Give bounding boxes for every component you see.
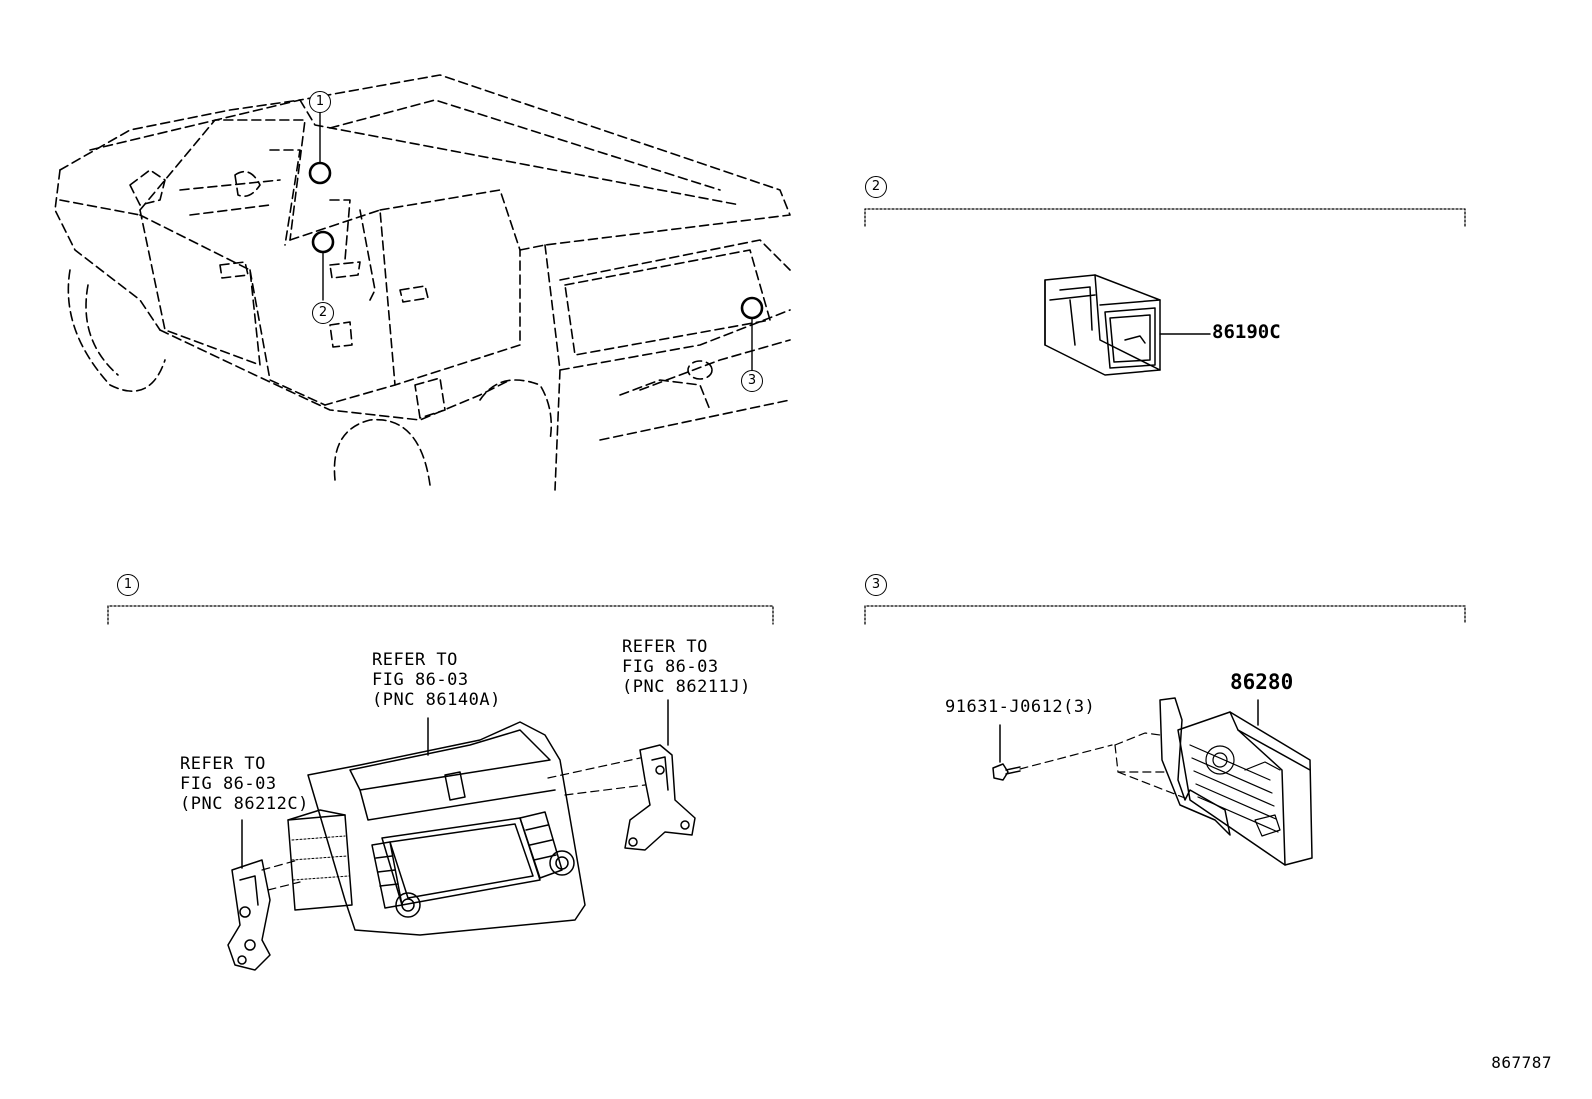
amp-assembly-lines [1019,732,1186,799]
left-bracket-part [227,819,271,971]
callout-2: 2 [312,302,334,324]
section-1-marker: 1 [117,574,139,596]
assembly-lines [261,757,646,891]
callout-3: 3 [741,370,763,392]
callout-leaders [319,112,753,371]
part-number-usb-port: 86190C [1212,321,1281,343]
screw-part [992,724,1021,781]
section-brackets [107,208,1466,625]
location-markers [308,161,764,320]
vehicle-outline [54,74,791,491]
amplifier-part [1159,697,1313,866]
part-number-amplifier: 86280 [1230,670,1294,694]
callout-1: 1 [309,91,331,113]
right-bracket-part [624,699,696,851]
refer-note-left: REFER TO FIG 86-03 (PNC 86212C) [180,754,309,814]
usb-port-part [1044,274,1211,376]
refer-note-center: REFER TO FIG 86-03 (PNC 86140A) [372,650,501,710]
section-2-marker: 2 [865,176,887,198]
figure-id: 867787 [1491,1053,1552,1072]
section-3-marker: 3 [865,574,887,596]
refer-note-right: REFER TO FIG 86-03 (PNC 86211J) [622,637,751,697]
part-number-screw: 91631-J0612(3) [945,697,1096,717]
head-unit-part [287,717,586,936]
